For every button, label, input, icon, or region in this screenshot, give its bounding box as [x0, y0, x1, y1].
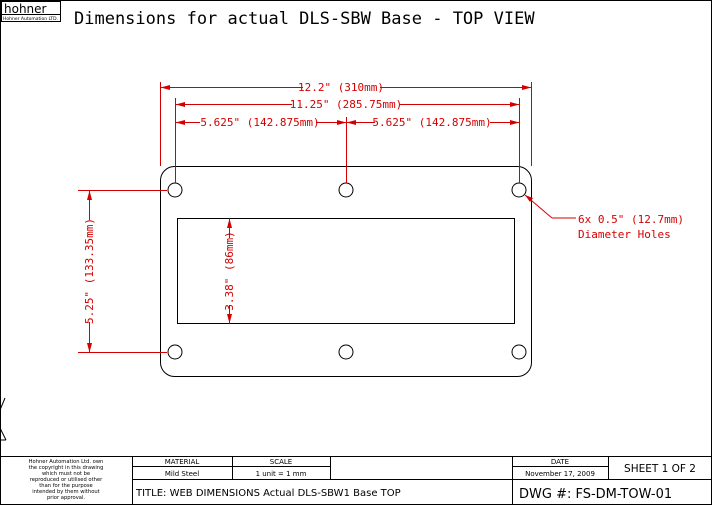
dim-window-height: 3.38" (86mm) — [223, 218, 236, 324]
hole-note-line2: Diameter Holes — [578, 228, 671, 241]
hole-bottom-left — [167, 344, 183, 360]
dim-window-height-label: 3.38" (86mm) — [223, 231, 236, 310]
hole-bottom-center — [338, 344, 354, 360]
scale-label: SCALE — [270, 458, 292, 466]
copyright-line-3: which must not be — [42, 471, 90, 477]
hole-note-line1: 6x 0.5" (12.7mm) — [578, 213, 684, 226]
copyright-line-6: intended by them without — [32, 489, 99, 495]
center-window — [177, 218, 515, 324]
hohner-logo: hohner Hohner Automation LTD. — [1, 1, 61, 22]
dim-left-half-label: 5.625" (142.875mm) — [200, 116, 319, 129]
copyright-note: Hohner Automation Ltd. own the copyright… — [29, 459, 104, 501]
dim-hole-vertical: 5.25" (133.35mm) — [78, 190, 167, 353]
dim-hole-span-label: 11.25" (285.75mm) — [290, 98, 403, 111]
logo-subtitle: Hohner Automation LTD. — [3, 16, 58, 22]
hole-callout: 6x 0.5" (12.7mm) Diameter Holes — [524, 194, 684, 241]
dim-overall-width: 12.2" (310mm) — [160, 81, 532, 166]
copyright-line-2: the copyright in this drawing — [29, 465, 104, 471]
copyright-line-1: Hohner Automation Ltd. own — [29, 459, 104, 465]
copyright-line-7: prior approval. — [47, 495, 85, 501]
date-label: DATE — [551, 458, 569, 466]
mounting-holes — [167, 182, 527, 360]
copyright-line-4: reproduced or utilised other — [30, 477, 103, 483]
scale-value: 1 unit = 1 mm — [256, 470, 307, 478]
hole-top-right — [511, 182, 527, 198]
dim-half-spans: 5.625" (142.875mm) 5.625" (142.875mm) — [175, 116, 520, 183]
logo-name: hohner — [4, 2, 47, 16]
copyright-line-5: than for the purpose — [39, 483, 92, 489]
sheet-number: SHEET 1 OF 2 — [624, 463, 696, 475]
date-value: November 17, 2009 — [525, 470, 595, 478]
hole-top-center — [338, 182, 354, 198]
drawing-title: TITLE: WEB DIMENSIONS Actual DLS-SBW1 Ba… — [135, 488, 401, 499]
title-block — [0, 456, 712, 505]
dim-overall-width-label: 12.2" (310mm) — [298, 81, 384, 94]
page-title: Dimensions for actual DLS-SBW Base - TOP… — [74, 9, 535, 29]
dim-hole-vertical-label: 5.25" (133.35mm) — [83, 218, 96, 324]
material-label: MATERIAL — [165, 458, 200, 466]
drawing-number: DWG #: FS-DM-TOW-01 — [519, 487, 672, 502]
material-value: Mild Steel — [165, 470, 199, 478]
hole-bottom-right — [511, 344, 527, 360]
edge-marks — [0, 397, 7, 441]
dim-right-half-label: 5.625" (142.875mm) — [372, 116, 491, 129]
dim-hole-span: 11.25" (285.75mm) — [175, 98, 520, 183]
hole-top-left — [167, 182, 183, 198]
